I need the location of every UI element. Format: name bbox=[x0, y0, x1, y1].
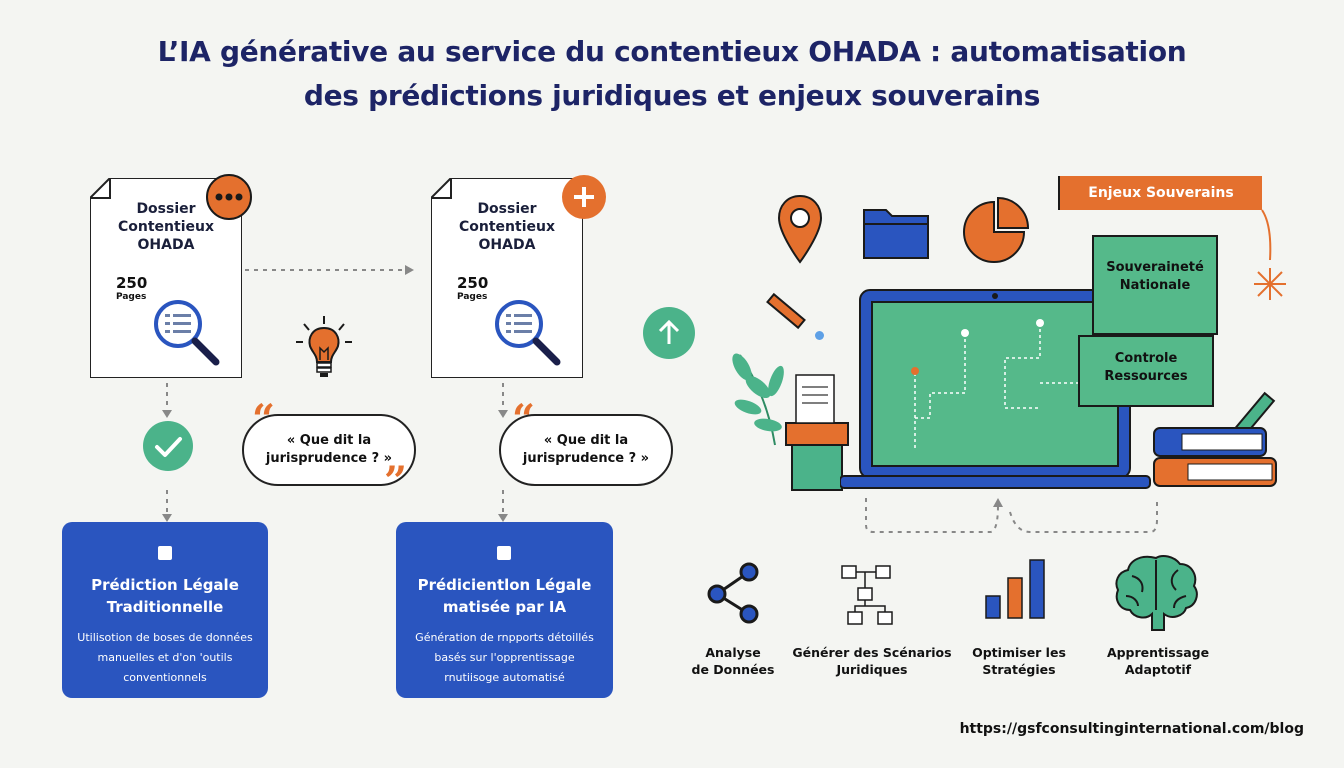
feature-label-scenarios: Générer des Scénarios Juridiques bbox=[792, 645, 952, 677]
plus-icon bbox=[562, 175, 606, 219]
up-arrow-icon bbox=[643, 307, 695, 359]
quote-text-2: « Que dit la jurisprudence ? » bbox=[522, 433, 650, 466]
feature-label-apprentissage: Apprentissage Adaptotif bbox=[1106, 645, 1210, 677]
checkbox-icon bbox=[158, 546, 172, 560]
ai-title: Prédicientlon Légale matisée par IA bbox=[417, 576, 592, 616]
close-quote-icon: ” bbox=[384, 458, 408, 505]
left-doc-title: Dossier Contentieux OHADA bbox=[118, 201, 214, 253]
controle-label: Controle Ressources bbox=[1104, 351, 1188, 384]
quote-bubble-1: « Que dit la jurisprudence ? » bbox=[242, 414, 416, 486]
more-icon bbox=[206, 174, 252, 220]
checkbox-icon bbox=[497, 546, 511, 560]
ai-desc: Génération de rnpports détoillés basés s… bbox=[415, 631, 594, 684]
magnifier-icon bbox=[154, 300, 220, 366]
document-icon bbox=[90, 178, 242, 378]
document-icon bbox=[431, 178, 583, 378]
traditional-title: Prédiction Légale Traditionnelle bbox=[91, 576, 239, 616]
souverainete-card: Souveraineté Nationale bbox=[1092, 235, 1218, 335]
title-line-1: L’IA générative au service du contentieu… bbox=[157, 35, 1187, 68]
location-pin-icon bbox=[777, 194, 823, 264]
left-doc-unit: Pages bbox=[116, 292, 147, 302]
magnifier-icon bbox=[495, 300, 561, 366]
dot-icon bbox=[815, 331, 824, 340]
middle-doc-unit: Pages bbox=[457, 292, 488, 302]
books-icon bbox=[1153, 391, 1277, 487]
asterisk-icon bbox=[1254, 268, 1286, 300]
souverainete-label: Souveraineté Nationale bbox=[1106, 260, 1204, 293]
banner-label: Enjeux Souverains bbox=[1088, 185, 1234, 201]
left-case-file: Dossier Contentieux OHADA 250 Pages bbox=[90, 178, 242, 378]
feature-label-analyse: Analyse de Données bbox=[691, 645, 775, 677]
network-icon bbox=[707, 562, 759, 624]
middle-case-file: Dossier Contentieux OHADA 250 Pages bbox=[431, 178, 583, 378]
lightbulb-icon bbox=[296, 316, 352, 377]
quote-bubble-2: « Que dit la jurisprudence ? » bbox=[499, 414, 673, 486]
footer-url[interactable]: https://gsfconsultinginternational.com/b… bbox=[959, 721, 1304, 737]
open-quote-icon: “ bbox=[512, 396, 536, 443]
traditional-prediction-card: Prédiction Légale Traditionnelle Utiliso… bbox=[62, 522, 268, 698]
controle-card: Controle Ressources bbox=[1078, 335, 1214, 407]
ai-prediction-card: Prédicientlon Légale matisée par IA Géné… bbox=[396, 522, 613, 698]
check-icon bbox=[143, 421, 193, 471]
quote-text-1: « Que dit la jurisprudence ? » bbox=[265, 433, 393, 466]
flowchart-icon bbox=[841, 565, 893, 625]
open-quote-icon: “ bbox=[252, 396, 276, 443]
pie-chart-icon bbox=[963, 196, 1030, 263]
left-doc-count: 250 bbox=[116, 274, 148, 292]
brain-icon bbox=[1115, 555, 1198, 631]
pencil-icon bbox=[766, 292, 806, 330]
middle-doc-title: Dossier Contentieux OHADA bbox=[459, 201, 555, 253]
title-line-2: des prédictions juridiques et enjeux sou… bbox=[303, 79, 1041, 112]
page-title: L’IA générative au service du contentieu… bbox=[0, 30, 1344, 118]
bar-chart-icon bbox=[985, 559, 1045, 619]
laptop-icon bbox=[840, 289, 1151, 489]
sovereign-banner: Enjeux Souverains bbox=[1058, 176, 1262, 210]
traditional-desc: Utilisotion de boses de données manuelle… bbox=[77, 631, 253, 684]
plant-icon bbox=[732, 353, 849, 491]
middle-doc-count: 250 bbox=[457, 274, 489, 292]
folder-icon bbox=[863, 209, 929, 259]
feature-label-optimiser: Optimiser les Stratégies bbox=[972, 645, 1066, 677]
